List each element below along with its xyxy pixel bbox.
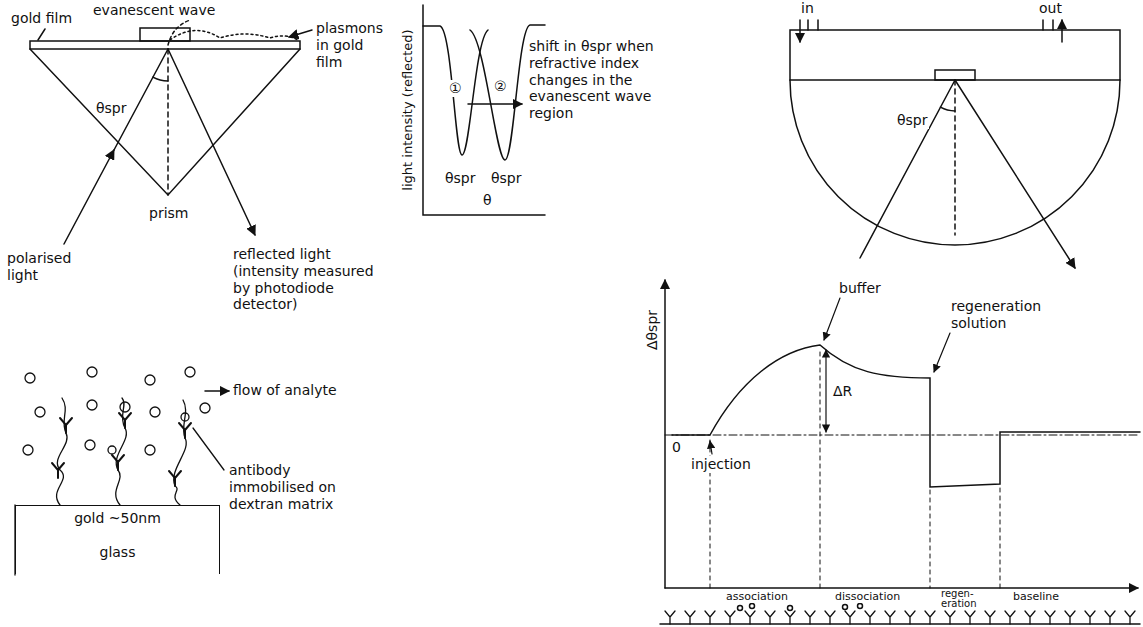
- part-label: gold film: [10, 10, 73, 27]
- baseline-line: [665, 435, 1140, 436]
- part-label: plasmons in gold film: [315, 20, 391, 70]
- phase-label: dissociation: [834, 590, 901, 603]
- surface-line: [660, 623, 1140, 625]
- antibody-symbol: [52, 413, 191, 486]
- axis-label: light intensity (reflected): [400, 28, 416, 191]
- response-curve: [672, 345, 1140, 487]
- event-label: regeneration solution: [950, 298, 1062, 332]
- analyte-molecule: [788, 606, 793, 611]
- note-text: shift in θspr when refractive index chan…: [528, 38, 665, 122]
- port-label: in: [800, 0, 815, 17]
- callout-number: ②: [493, 78, 508, 95]
- leader-arrow: [824, 298, 840, 340]
- analyte-molecule: [87, 367, 97, 377]
- incident-ray: [860, 80, 955, 258]
- chart-axes: [423, 5, 545, 215]
- event-label: injection: [690, 456, 752, 473]
- phase-label: regen- eration: [940, 589, 990, 609]
- reflected-ray: [955, 80, 1075, 268]
- analyte-molecule: [87, 400, 97, 410]
- angle-label: θspr: [896, 112, 929, 129]
- analyte-molecule: [145, 445, 155, 455]
- analyte-molecule: [200, 403, 210, 413]
- angle-label: θspr: [444, 170, 477, 187]
- incident-ray: [64, 150, 114, 244]
- plasmon-wave: [170, 30, 298, 40]
- event-label: buffer: [838, 280, 882, 297]
- hemisphere-prism: [790, 80, 1120, 245]
- prism-setup: [30, 20, 312, 244]
- analyte-molecule: [85, 440, 95, 450]
- note-text: flow of analyte: [232, 382, 338, 399]
- analyte-molecule: [750, 604, 755, 609]
- flow-cell: [790, 20, 1120, 268]
- response-arrow: [825, 350, 826, 432]
- sensorgram: [660, 280, 1140, 624]
- part-label: antibody immobilised on dextran matrix: [228, 462, 348, 512]
- axis-label: θ: [482, 192, 493, 209]
- inlet-tube: [808, 20, 818, 30]
- angle-arc: [153, 77, 168, 81]
- leader-line: [193, 428, 224, 470]
- analyte-molecule: [23, 445, 33, 455]
- inlet-arrow: [799, 20, 801, 42]
- note-text: reflected light (intensity measured by p…: [232, 246, 394, 313]
- angle-arc: [940, 107, 955, 111]
- flow-cell-plate: [790, 30, 1120, 80]
- analyte-molecule: [35, 407, 45, 417]
- measure-label: ΔR: [832, 383, 853, 400]
- phase-divider: [710, 352, 1000, 588]
- outlet-tube: [1043, 20, 1053, 30]
- layer-label: gold ~50nm: [74, 510, 161, 527]
- part-label: evanescent wave: [92, 2, 216, 19]
- glass-layer: glass: [15, 530, 220, 574]
- angle-label: θspr: [490, 170, 523, 187]
- y-axis: [664, 280, 666, 588]
- layer-label: glass: [100, 544, 136, 561]
- axis-label: Δθspr: [644, 309, 661, 351]
- sensor-surface: [15, 367, 229, 575]
- analyte-molecule: [843, 605, 848, 610]
- sample-layer: [140, 28, 190, 41]
- part-label: polarised light: [6, 250, 80, 284]
- flow-arrow: [205, 390, 229, 392]
- leader-arrow: [934, 333, 950, 372]
- part-label: prism: [148, 205, 189, 222]
- angle-label: θspr: [95, 100, 128, 117]
- sensor-chip: [935, 70, 975, 80]
- dextran-chain: [174, 400, 187, 505]
- gold-film: [30, 41, 300, 49]
- gold-layer: gold ~50nm: [15, 505, 220, 531]
- analyte-molecule: [181, 413, 189, 421]
- analyte-molecule: [120, 402, 130, 412]
- analyte-molecule: [858, 604, 863, 609]
- outlet-arrow: [1061, 20, 1063, 42]
- x-axis: [665, 587, 1138, 589]
- analyte-molecule: [145, 375, 155, 385]
- leader-line: [38, 29, 45, 40]
- antibody-symbol: [665, 611, 1135, 624]
- leader-arrow: [289, 30, 312, 37]
- axis-value: 0: [671, 439, 682, 456]
- callout-number: ①: [448, 80, 463, 97]
- analyte-molecule: [150, 407, 160, 417]
- port-label: out: [1038, 0, 1063, 17]
- normal-line: [954, 80, 956, 235]
- analyte-molecule: [185, 367, 195, 377]
- evanescent-wave: [168, 20, 190, 45]
- normal-line: [167, 49, 169, 195]
- phase-label: baseline: [1012, 590, 1060, 603]
- analyte-molecule: [108, 446, 116, 454]
- spr-dip-chart: [423, 5, 545, 215]
- analyte-molecule: [25, 373, 35, 383]
- prism-outline: [30, 49, 300, 195]
- dextran-chain: [57, 398, 68, 505]
- analyte-molecule: [738, 606, 743, 611]
- shift-arrow: [468, 103, 522, 105]
- phase-label: association: [725, 590, 789, 603]
